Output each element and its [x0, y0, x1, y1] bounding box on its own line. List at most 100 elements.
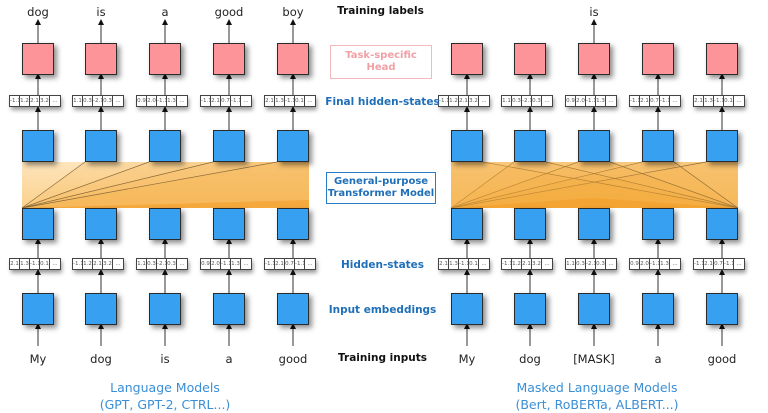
training-input-word: dog: [90, 352, 112, 366]
transformer-input-box: [149, 208, 181, 240]
attention-fan-area: [451, 162, 738, 208]
attention-line: [450, 161, 643, 209]
right-panel-subtitle: (Bert, RoBERTa, ALBERT...): [515, 397, 679, 412]
attention-fan-area: [451, 162, 738, 208]
vector-cell: ...: [240, 95, 252, 107]
input-embedding-box: [514, 293, 546, 325]
task-head-box: [451, 43, 483, 75]
attention-fan-area: [451, 162, 738, 208]
vector-cell: ...: [541, 258, 553, 270]
attention-line: [482, 161, 739, 209]
training-label-word: is: [96, 5, 106, 19]
attention-fan-area: [451, 162, 738, 208]
input-embedding-box: [149, 293, 181, 325]
vector-cell: ...: [733, 95, 745, 107]
left-panel-subtitle: (GPT, GPT-2, CTRL...): [99, 397, 231, 412]
attention-line: [545, 161, 739, 209]
attention-fan-area: [451, 162, 738, 208]
attention-fan-area: [22, 162, 309, 208]
input-embedding-box: [277, 293, 309, 325]
input-embedding-box: [213, 293, 245, 325]
attention-fan-base: [22, 200, 309, 208]
vector-cell: ...: [478, 258, 490, 270]
training-input-word: good: [707, 352, 737, 366]
vector-cell: ...: [49, 95, 61, 107]
training-input-word: My: [458, 352, 476, 366]
transformer-input-box: [706, 208, 738, 240]
training-inputs-row-label: Training inputs: [338, 352, 427, 364]
training-label-word: is: [589, 5, 599, 19]
vector-cell: ...: [304, 258, 316, 270]
attention-line: [21, 161, 150, 209]
transformer-model-label: General-purpose Transformer Model: [326, 172, 436, 204]
input-embeddings-row-label: Input embeddings: [328, 304, 437, 316]
task-head-line2: Head: [366, 62, 396, 73]
training-labels-row-label: Training labels: [337, 5, 424, 17]
task-head-box: [213, 43, 245, 75]
transformer-line2: Transformer Model: [327, 188, 435, 199]
training-label-word: dog: [27, 5, 49, 19]
attention-fan-area: [451, 162, 738, 208]
transformer-output-box: [85, 130, 117, 162]
task-head-box: [706, 43, 738, 75]
attention-fan-area: [451, 162, 738, 208]
input-embedding-box: [451, 293, 483, 325]
task-head-box: [22, 43, 54, 75]
vector-cell: ...: [176, 95, 188, 107]
vector-cell: ...: [605, 258, 617, 270]
transformer-output-box: [706, 130, 738, 162]
vector-cell: ...: [733, 258, 745, 270]
attention-fan-base: [451, 198, 738, 208]
attention-fan-area: [22, 162, 309, 208]
vector-cell: ...: [304, 95, 316, 107]
transformer-output-box: [277, 130, 309, 162]
transformer-input-box: [642, 208, 674, 240]
input-embedding-box: [85, 293, 117, 325]
attention-line: [450, 161, 579, 209]
transformer-output-box: [213, 130, 245, 162]
training-input-word: a: [225, 352, 233, 366]
transformer-output-box: [514, 130, 546, 162]
transformer-output-box: [149, 130, 181, 162]
input-embedding-box: [578, 293, 610, 325]
task-specific-head-label: Task-specific Head: [330, 45, 432, 79]
training-label-word: boy: [282, 5, 304, 19]
input-embedding-box: [642, 293, 674, 325]
training-input-word: a: [654, 352, 662, 366]
transformer-input-box: [451, 208, 483, 240]
training-input-word: is: [160, 352, 170, 366]
transformer-input-box: [514, 208, 546, 240]
task-head-box: [578, 43, 610, 75]
vector-cell: ...: [669, 95, 681, 107]
vector-cell: ...: [112, 95, 124, 107]
task-head-box: [642, 43, 674, 75]
input-embedding-box: [706, 293, 738, 325]
attention-line: [21, 161, 214, 209]
transformer-output-box: [642, 130, 674, 162]
attention-line: [450, 161, 707, 209]
left-panel-caption: Language Models (GPT, GPT-2, CTRL...): [45, 379, 285, 413]
vector-cell: ...: [605, 95, 617, 107]
transformer-input-box: [85, 208, 117, 240]
vector-cell: ...: [112, 258, 124, 270]
attention-fan-area: [22, 162, 309, 208]
final-hidden-states-row-label: Final hidden-states: [325, 96, 440, 108]
transformer-output-box: [578, 130, 610, 162]
training-input-word: dog: [519, 352, 541, 366]
task-head-box: [149, 43, 181, 75]
training-input-word: My: [29, 352, 47, 366]
attention-line: [609, 161, 739, 209]
transformer-line1: General-purpose: [333, 176, 429, 187]
